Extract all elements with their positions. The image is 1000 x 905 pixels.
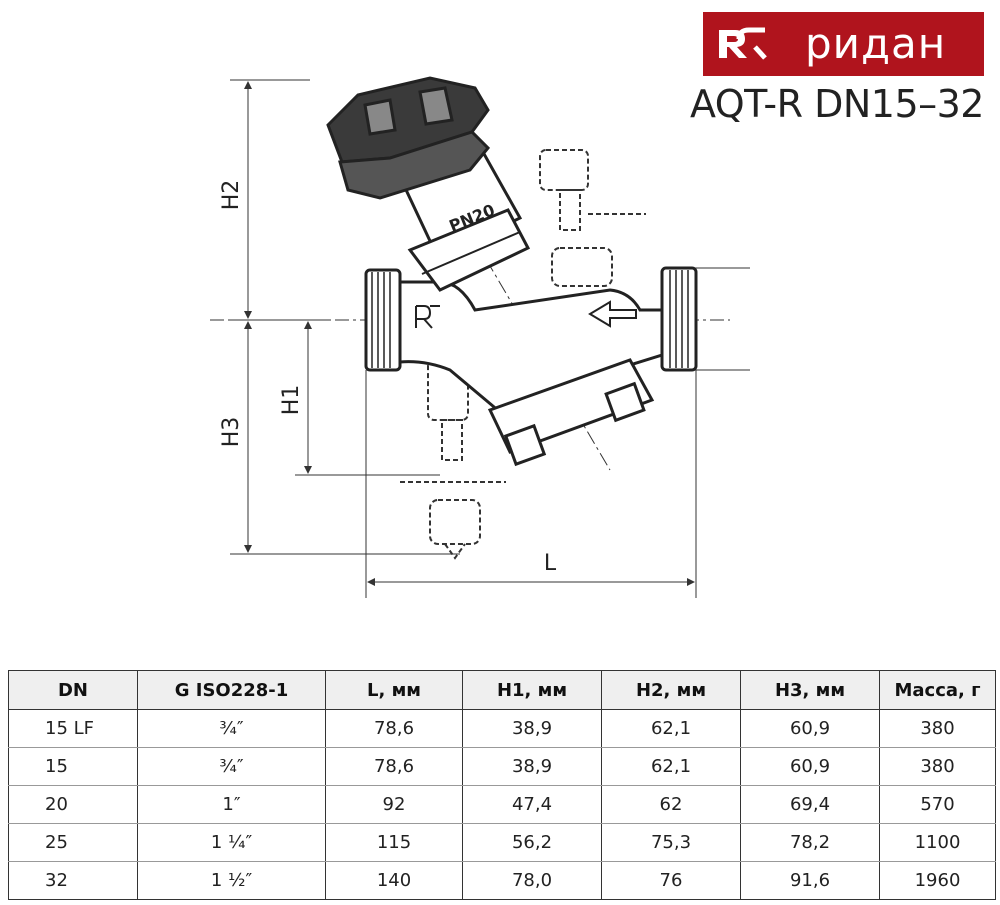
table-row: 32 1 ½″ 140 78,0 76 91,6 1960 (8, 861, 996, 900)
cell-h2: 62,1 (601, 747, 741, 786)
cell-g: 1″ (137, 785, 326, 824)
cell-h3: 60,9 (740, 709, 880, 748)
col-h1: H1, мм (462, 670, 602, 710)
cell-h1: 38,9 (462, 747, 602, 786)
cell-dn: 15 LF (8, 709, 138, 748)
cell-g: 1 ½″ (137, 861, 326, 900)
h2-label: H2 (219, 180, 244, 211)
cell-h3: 78,2 (740, 823, 880, 862)
cell-mass: 570 (879, 785, 996, 824)
cell-l: 140 (325, 861, 463, 900)
brand-mark-icon (415, 305, 440, 329)
valve-body-icon (364, 118, 698, 467)
cell-dn: 20 (8, 785, 138, 824)
col-mass: Масса, г (879, 670, 996, 710)
valve-drawing: H2 H3 H1 G L (210, 76, 750, 598)
cell-h1: 78,0 (462, 861, 602, 900)
cell-h2: 76 (601, 861, 741, 900)
model-title: AQT-R DN15–32 (689, 82, 985, 126)
brand-badge: ридан (703, 12, 984, 76)
cell-h1: 47,4 (462, 785, 602, 824)
col-g: G ISO228-1 (137, 670, 326, 710)
cell-dn: 25 (8, 823, 138, 862)
cell-h3: 60,9 (740, 747, 880, 786)
brand-name: ридан (805, 19, 947, 68)
cell-h2: 75,3 (601, 823, 741, 862)
cell-g: ¾″ (137, 747, 326, 786)
h3-label: H3 (219, 417, 244, 448)
cell-l: 115 (325, 823, 463, 862)
flow-arrow-icon (588, 300, 637, 328)
cell-l: 78,6 (325, 709, 463, 748)
cell-h2: 62,1 (601, 709, 741, 748)
cell-l: 78,6 (325, 747, 463, 786)
cell-mass: 380 (879, 747, 996, 786)
cell-dn: 15 (8, 747, 138, 786)
table-row: 25 1 ¼″ 115 56,2 75,3 78,2 1100 (8, 823, 996, 862)
cell-g: ¾″ (137, 709, 326, 748)
l-label: L (544, 551, 557, 576)
cell-mass: 1960 (879, 861, 996, 900)
table-row: 15 LF ¾″ 78,6 38,9 62,1 60,9 380 (8, 709, 996, 748)
col-l: L, мм (325, 670, 463, 710)
cell-mass: 380 (879, 709, 996, 748)
cell-h1: 38,9 (462, 709, 602, 748)
handwheel-icon (326, 76, 491, 200)
test-plug-icon (400, 149, 646, 560)
table-header-row: DN G ISO228-1 L, мм H1, мм H2, мм H3, мм… (8, 670, 996, 710)
table-row: 20 1″ 92 47,4 62 69,4 570 (8, 785, 996, 824)
brand-mark-icon (719, 27, 767, 60)
col-h3: H3, мм (740, 670, 880, 710)
cell-h3: 69,4 (740, 785, 880, 824)
cell-mass: 1100 (879, 823, 996, 862)
table-row: 15 ¾″ 78,6 38,9 62,1 60,9 380 (8, 747, 996, 786)
col-h2: H2, мм (601, 670, 741, 710)
cell-dn: 32 (8, 861, 138, 900)
cell-g: 1 ¼″ (137, 823, 326, 862)
cell-l: 92 (325, 785, 463, 824)
spec-table: DN G ISO228-1 L, мм H1, мм H2, мм H3, мм… (8, 670, 996, 900)
cell-h3: 91,6 (740, 861, 880, 900)
cell-h2: 62 (601, 785, 741, 824)
cell-h1: 56,2 (462, 823, 602, 862)
h1-label: H1 (279, 385, 304, 416)
col-dn: DN (8, 670, 138, 710)
